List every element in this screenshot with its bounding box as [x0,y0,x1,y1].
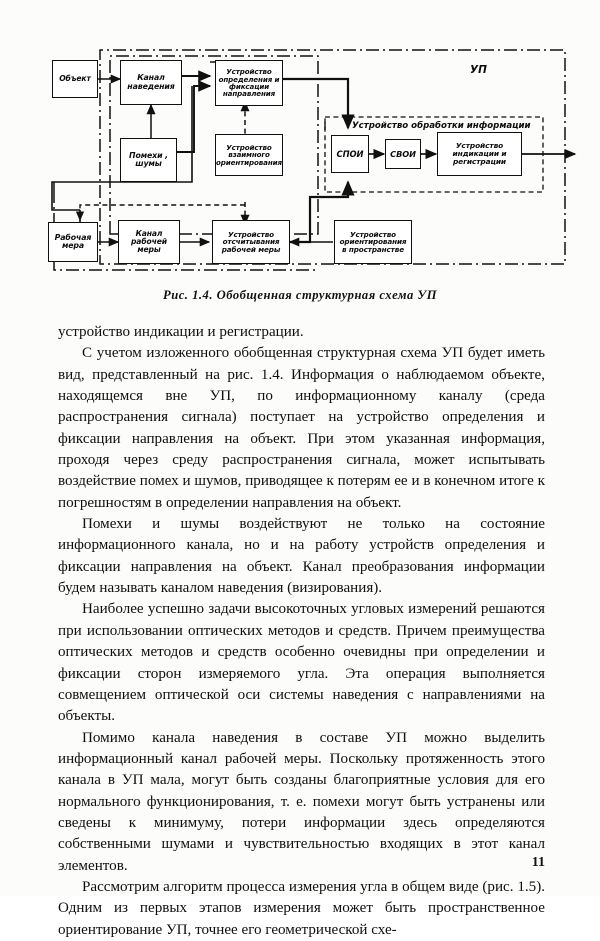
box-direction-fix-line-2: определения и [218,74,280,84]
body-text: устройство индикации и регистрации. С уч… [58,322,545,941]
box-interference-noise: Помехи , шумы [120,138,177,182]
paragraph-generalized-scheme: С учетом изложенного обобщенная структур… [58,345,545,511]
box-spoi: СПОИ [331,135,369,173]
box-readout-line-2: отсчитывания [222,237,280,247]
box-working-measure-channel: Канал рабочей меры [118,220,180,264]
block-diagram: УП Устройство обработки информации Объек… [22,42,578,284]
box-working-measure-line-1: Рабочая [54,232,92,242]
box-measure-channel-line-1: Канал [135,229,163,239]
box-svoi: СВОИ [385,139,421,169]
box-guidance-channel-line-1: Канал [137,73,165,83]
box-spoi-line-1: СПОИ [336,148,364,159]
label-up: УП [470,64,487,76]
box-object-line-1: Объект [59,74,91,84]
box-indication-registration: Устройство индикации и регистрации [437,132,522,176]
box-guidance-channel-line-2: наведения [127,81,175,91]
box-mutual-orientation: Устройство взаимного ориентирования [215,134,283,176]
box-svoi-line-1: СВОИ [390,148,416,159]
box-readout-line-3: рабочей меры [221,244,281,254]
box-object: Объект [52,60,98,98]
box-mutual-orientation-line-2: взаимного [228,150,270,160]
box-mutual-orientation-line-1: Устройство [226,142,272,152]
processing-unit-frame [324,116,544,193]
box-direction-fix-line-3: фиксации [228,82,270,91]
box-direction-fix-line-4: направления [222,89,276,99]
box-direction-fix-line-1: Устройство [226,67,272,77]
box-interference-noise-line-1: Помехи , [129,150,168,160]
box-space-orientation: Устройство ориентирования в пространстве [334,220,412,264]
paragraph-measure-channel: Помимо канала наведения в составе УП мож… [58,729,545,874]
label-processing-unit: Устройство обработки информации [352,121,531,131]
box-space-orientation-line-3: в пространстве [342,244,404,254]
page-number: 11 [531,855,545,870]
box-measure-channel-line-3: меры [137,244,161,254]
box-space-orientation-line-2: ориентирования [339,237,407,247]
box-measure-channel-line-2: рабочей [130,237,168,247]
box-working-measure: Рабочая мера [48,222,98,262]
paragraph-algorithm: Рассмотрим алгоритм процесса измерения у… [58,878,545,938]
paragraph-noise: Помехи и шумы воздействуют не только на … [58,516,545,597]
paragraph-continued: устройство индикации и регистрации. [58,324,304,340]
box-indication-line-2: индикации и [452,149,507,159]
box-readout-line-1: Устройство [228,229,274,239]
box-indication-line-1: Устройство [455,141,504,151]
box-working-measure-line-2: мера [61,241,85,250]
box-indication-line-3: регистрации [452,156,507,166]
figure-caption: Рис. 1.4. Обобщенная структурная схема У… [163,288,437,302]
paragraph-optical-methods: Наиболее успешно задачи высокоточных угл… [58,601,545,725]
box-space-orientation-line-1: Устройство [350,229,396,239]
box-guidance-channel: Канал наведения [120,60,182,105]
box-mutual-orientation-line-3: ориентирования [216,157,282,167]
box-direction-fix-device: Устройство определения и фиксации направ… [215,60,283,106]
box-measure-readout-device: Устройство отсчитывания рабочей меры [212,220,290,264]
box-interference-noise-line-2: шумы [135,159,162,168]
figure-1-4: УП Устройство обработки информации Объек… [0,0,600,318]
